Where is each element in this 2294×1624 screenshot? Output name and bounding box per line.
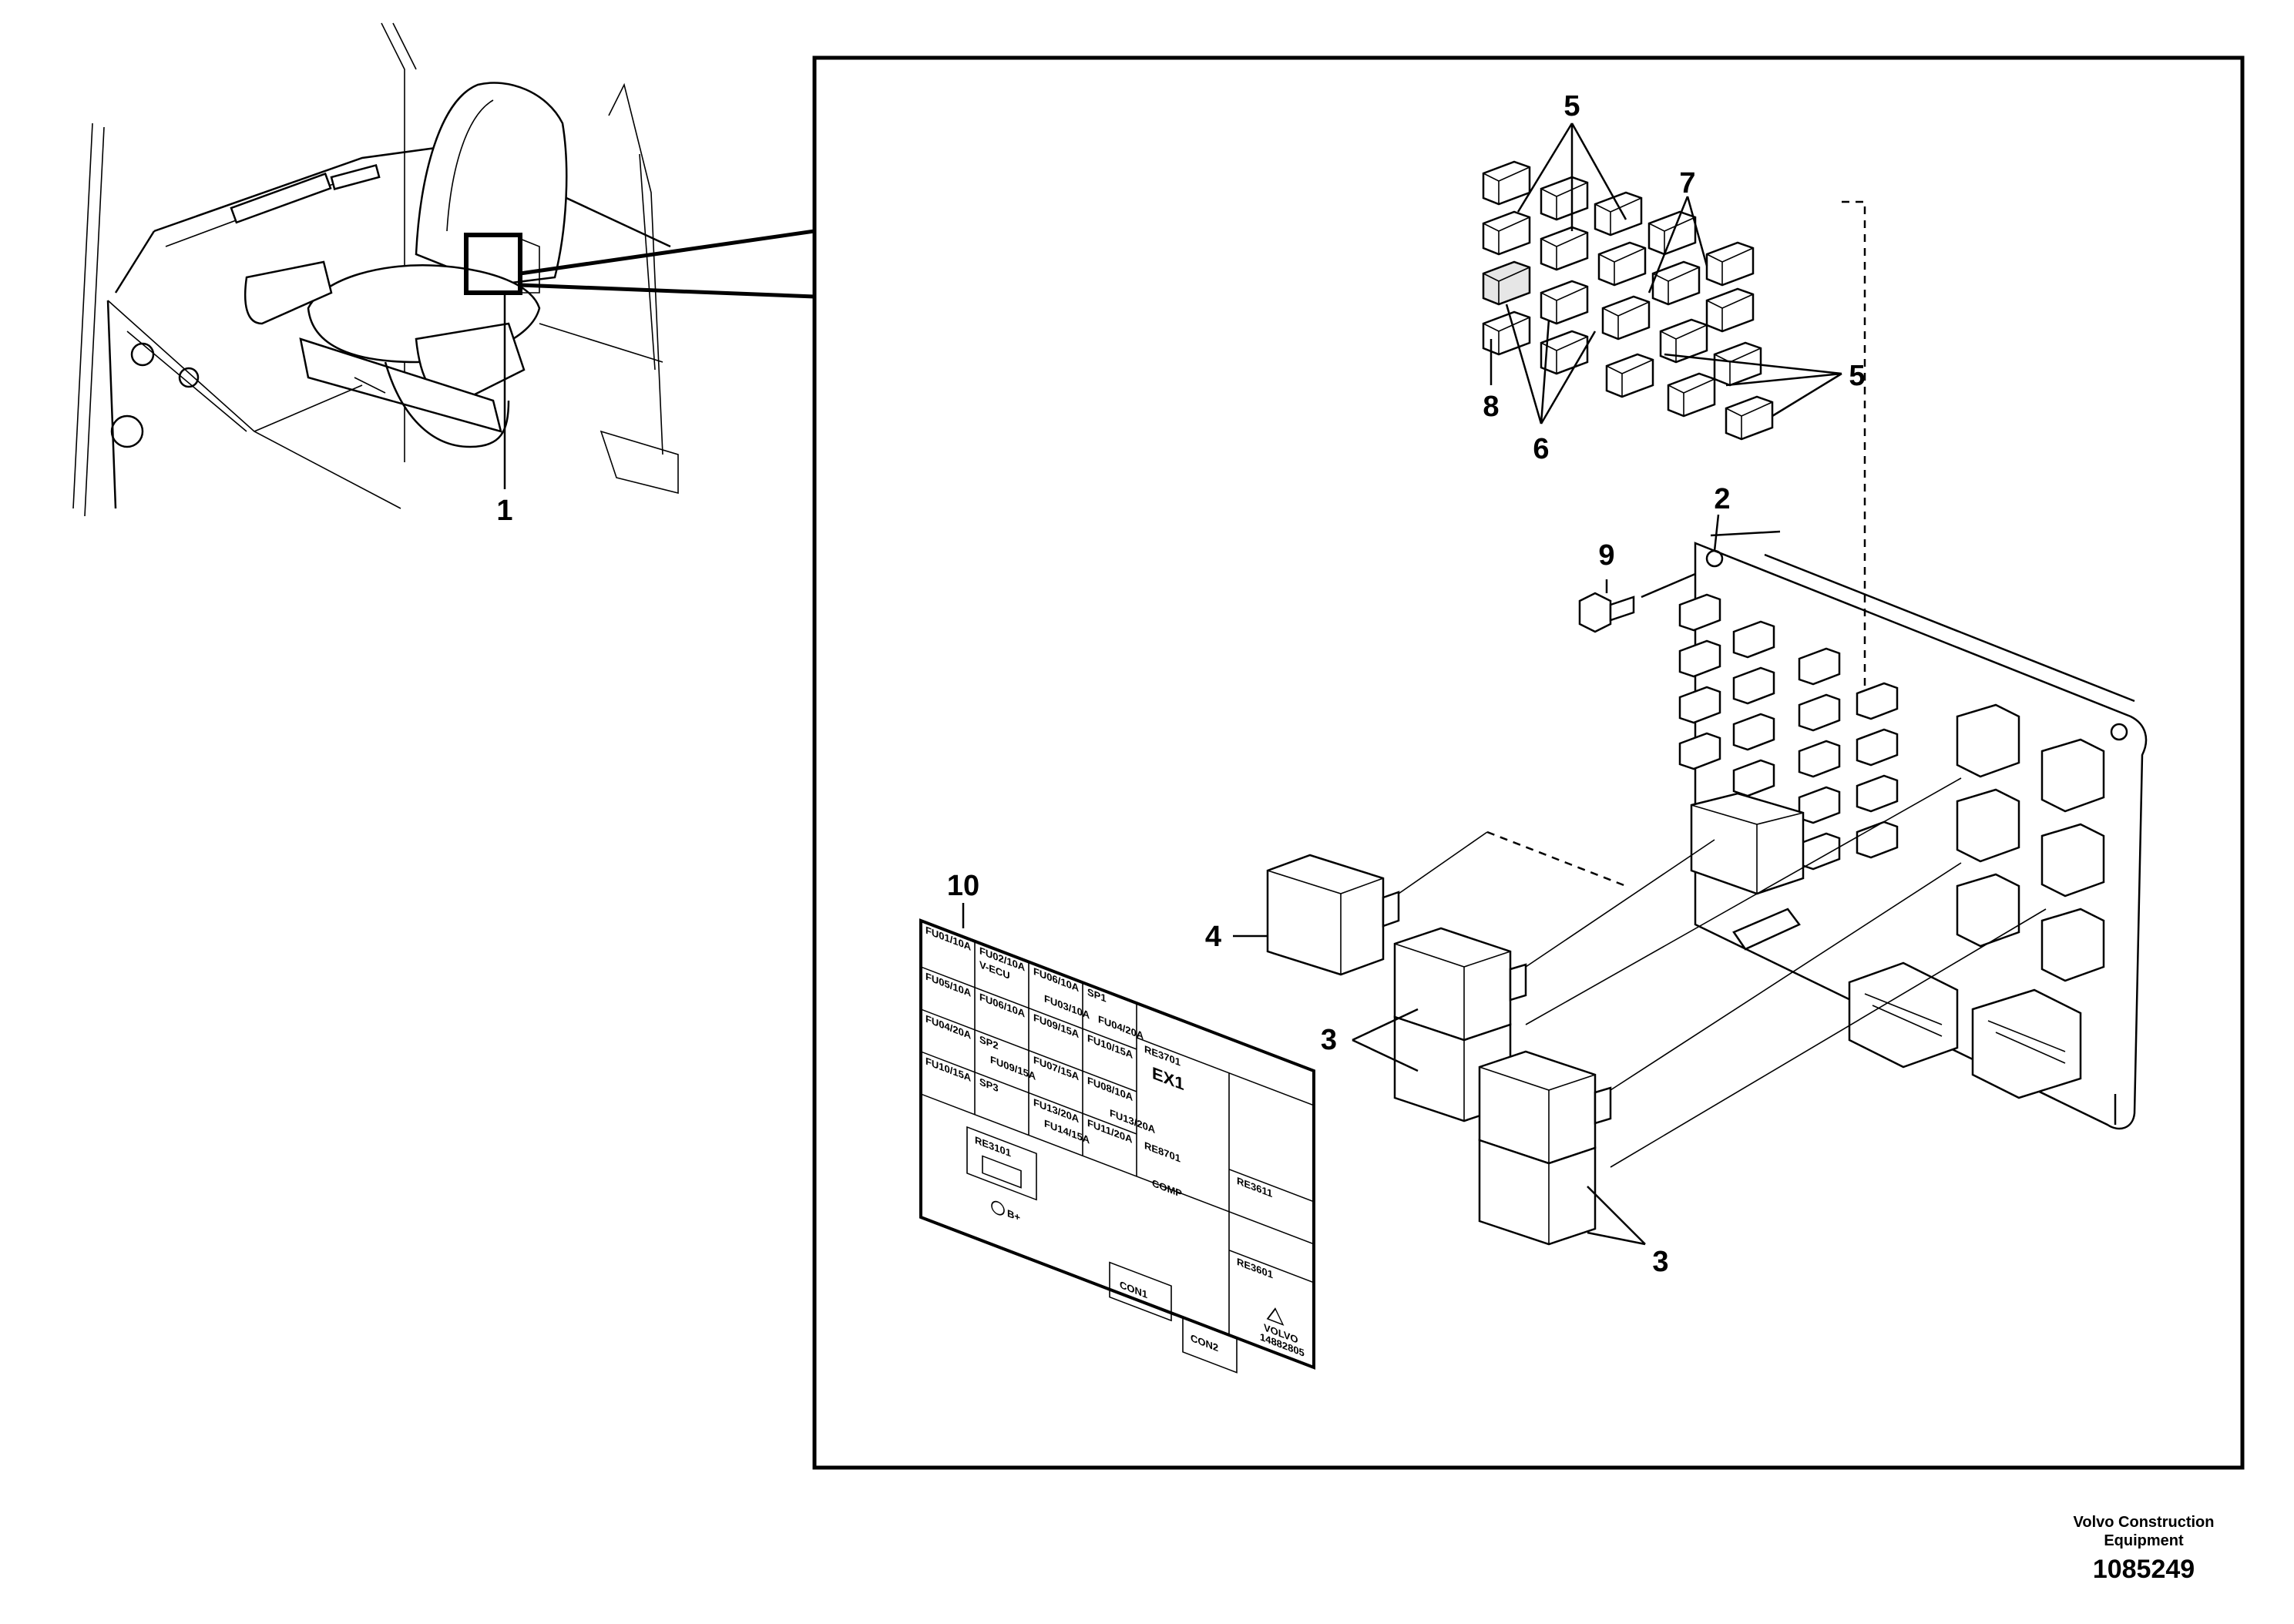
detail-frame xyxy=(812,55,2245,1470)
callout-5-right: 5 xyxy=(1849,360,1865,392)
fuse-box-board: 9 2 xyxy=(1486,200,2148,1130)
magnify-line-bottom xyxy=(519,283,815,299)
callout-4: 4 xyxy=(1205,921,1221,953)
callout-3-right: 3 xyxy=(1652,1246,1668,1278)
callout-9: 9 xyxy=(1598,539,1614,572)
callout-6: 6 xyxy=(1533,433,1549,465)
decal-b-plus: B+ xyxy=(1007,1207,1020,1223)
warning-icon xyxy=(1266,1307,1285,1326)
fuse-cluster: 5 7 5 6 8 xyxy=(1482,90,1866,465)
battery-icon xyxy=(982,1155,1022,1189)
loose-relays: 4 3 3 xyxy=(1205,777,2047,1278)
callout-8: 8 xyxy=(1483,391,1499,423)
decal-con2: CON2 xyxy=(1191,1332,1218,1354)
footer-drawing-number: 1085249 xyxy=(2092,1555,2195,1584)
callout-5-top: 5 xyxy=(1563,90,1580,122)
callout-7: 7 xyxy=(1679,167,1695,200)
callout-2: 2 xyxy=(1714,483,1730,515)
bolt xyxy=(1578,592,1635,633)
fuse-decal: 10 FU01/10A FU02/10A V-ECU FU06/10A FU03… xyxy=(919,870,1315,1374)
cab-seat-illustration: 1 xyxy=(72,22,679,527)
callout-1: 1 xyxy=(496,495,512,527)
callout-3-left: 3 xyxy=(1321,1024,1337,1056)
callout-10: 10 xyxy=(947,870,979,902)
footer-company: Volvo Construction Equipment xyxy=(2073,1514,2215,1549)
